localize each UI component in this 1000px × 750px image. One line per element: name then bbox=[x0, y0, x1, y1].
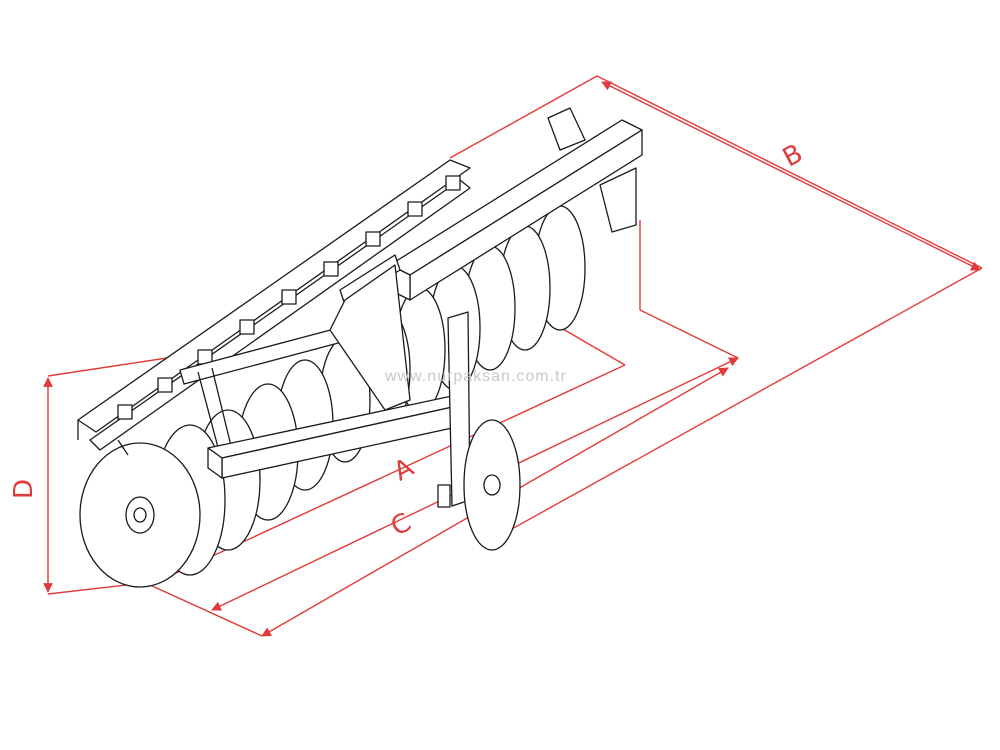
watermark: www.nurpaksan.com.tr bbox=[385, 368, 567, 385]
rail-clamps bbox=[117, 175, 461, 420]
side-coulter bbox=[437, 311, 521, 551]
hitch-frame bbox=[179, 254, 411, 456]
machine-drawing bbox=[77, 107, 643, 588]
disc-gang bbox=[154, 205, 586, 576]
main-beam bbox=[389, 107, 643, 301]
dimension-d-label: D bbox=[9, 478, 40, 500]
front-disc bbox=[79, 439, 201, 588]
